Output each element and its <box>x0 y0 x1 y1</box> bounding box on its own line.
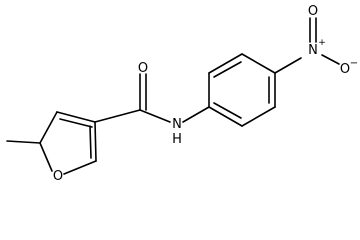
bond-ring-to-carbonyl <box>94 109 141 123</box>
nitro-oxygen-charge: − <box>350 58 358 69</box>
benzene-bond-5 <box>241 106 276 127</box>
furan-double-bond-inner-2 <box>89 125 92 159</box>
nitro-nitrogen-charge: + <box>318 38 326 48</box>
furan-oxygen-label: O <box>53 169 63 184</box>
amide-hydrogen-label: H <box>172 132 182 147</box>
bond-carbonyl-to-nh <box>139 109 171 123</box>
benzene-bond-3 <box>241 53 276 74</box>
nitro-oxygen-top-label: O <box>308 4 318 19</box>
furan-bond-c5-c4 <box>39 111 58 144</box>
furan-bond-c4-c3 <box>56 111 96 123</box>
carbonyl-oxygen-label: O <box>138 61 148 76</box>
methyl-bond <box>6 140 41 144</box>
nitro-single-bond <box>321 54 340 65</box>
benzene-double-bond-inner-1 <box>213 61 242 78</box>
furan-bond-c2-o <box>63 160 97 175</box>
benzene-bond-6 <box>208 106 243 127</box>
bond-nh-to-ring <box>182 106 210 123</box>
bond-ring-to-nitro <box>274 57 302 74</box>
furan-bond-c3-c2 <box>94 121 97 162</box>
nitro-nitrogen-label: N <box>308 43 318 58</box>
furan-double-bond-inner <box>59 118 93 128</box>
furan-bond-o-c5 <box>39 142 53 172</box>
nitro-oxygen-bottom-label: O <box>340 62 350 77</box>
benzene-double-bond-inner-3 <box>213 102 242 119</box>
amide-nitrogen-label: N <box>172 117 182 132</box>
molecule-svg: O O N H N + O O − <box>6 4 358 184</box>
benzene-bond-2 <box>208 53 243 74</box>
molecule-diagram: O O N H N + O O − <box>6 4 358 184</box>
